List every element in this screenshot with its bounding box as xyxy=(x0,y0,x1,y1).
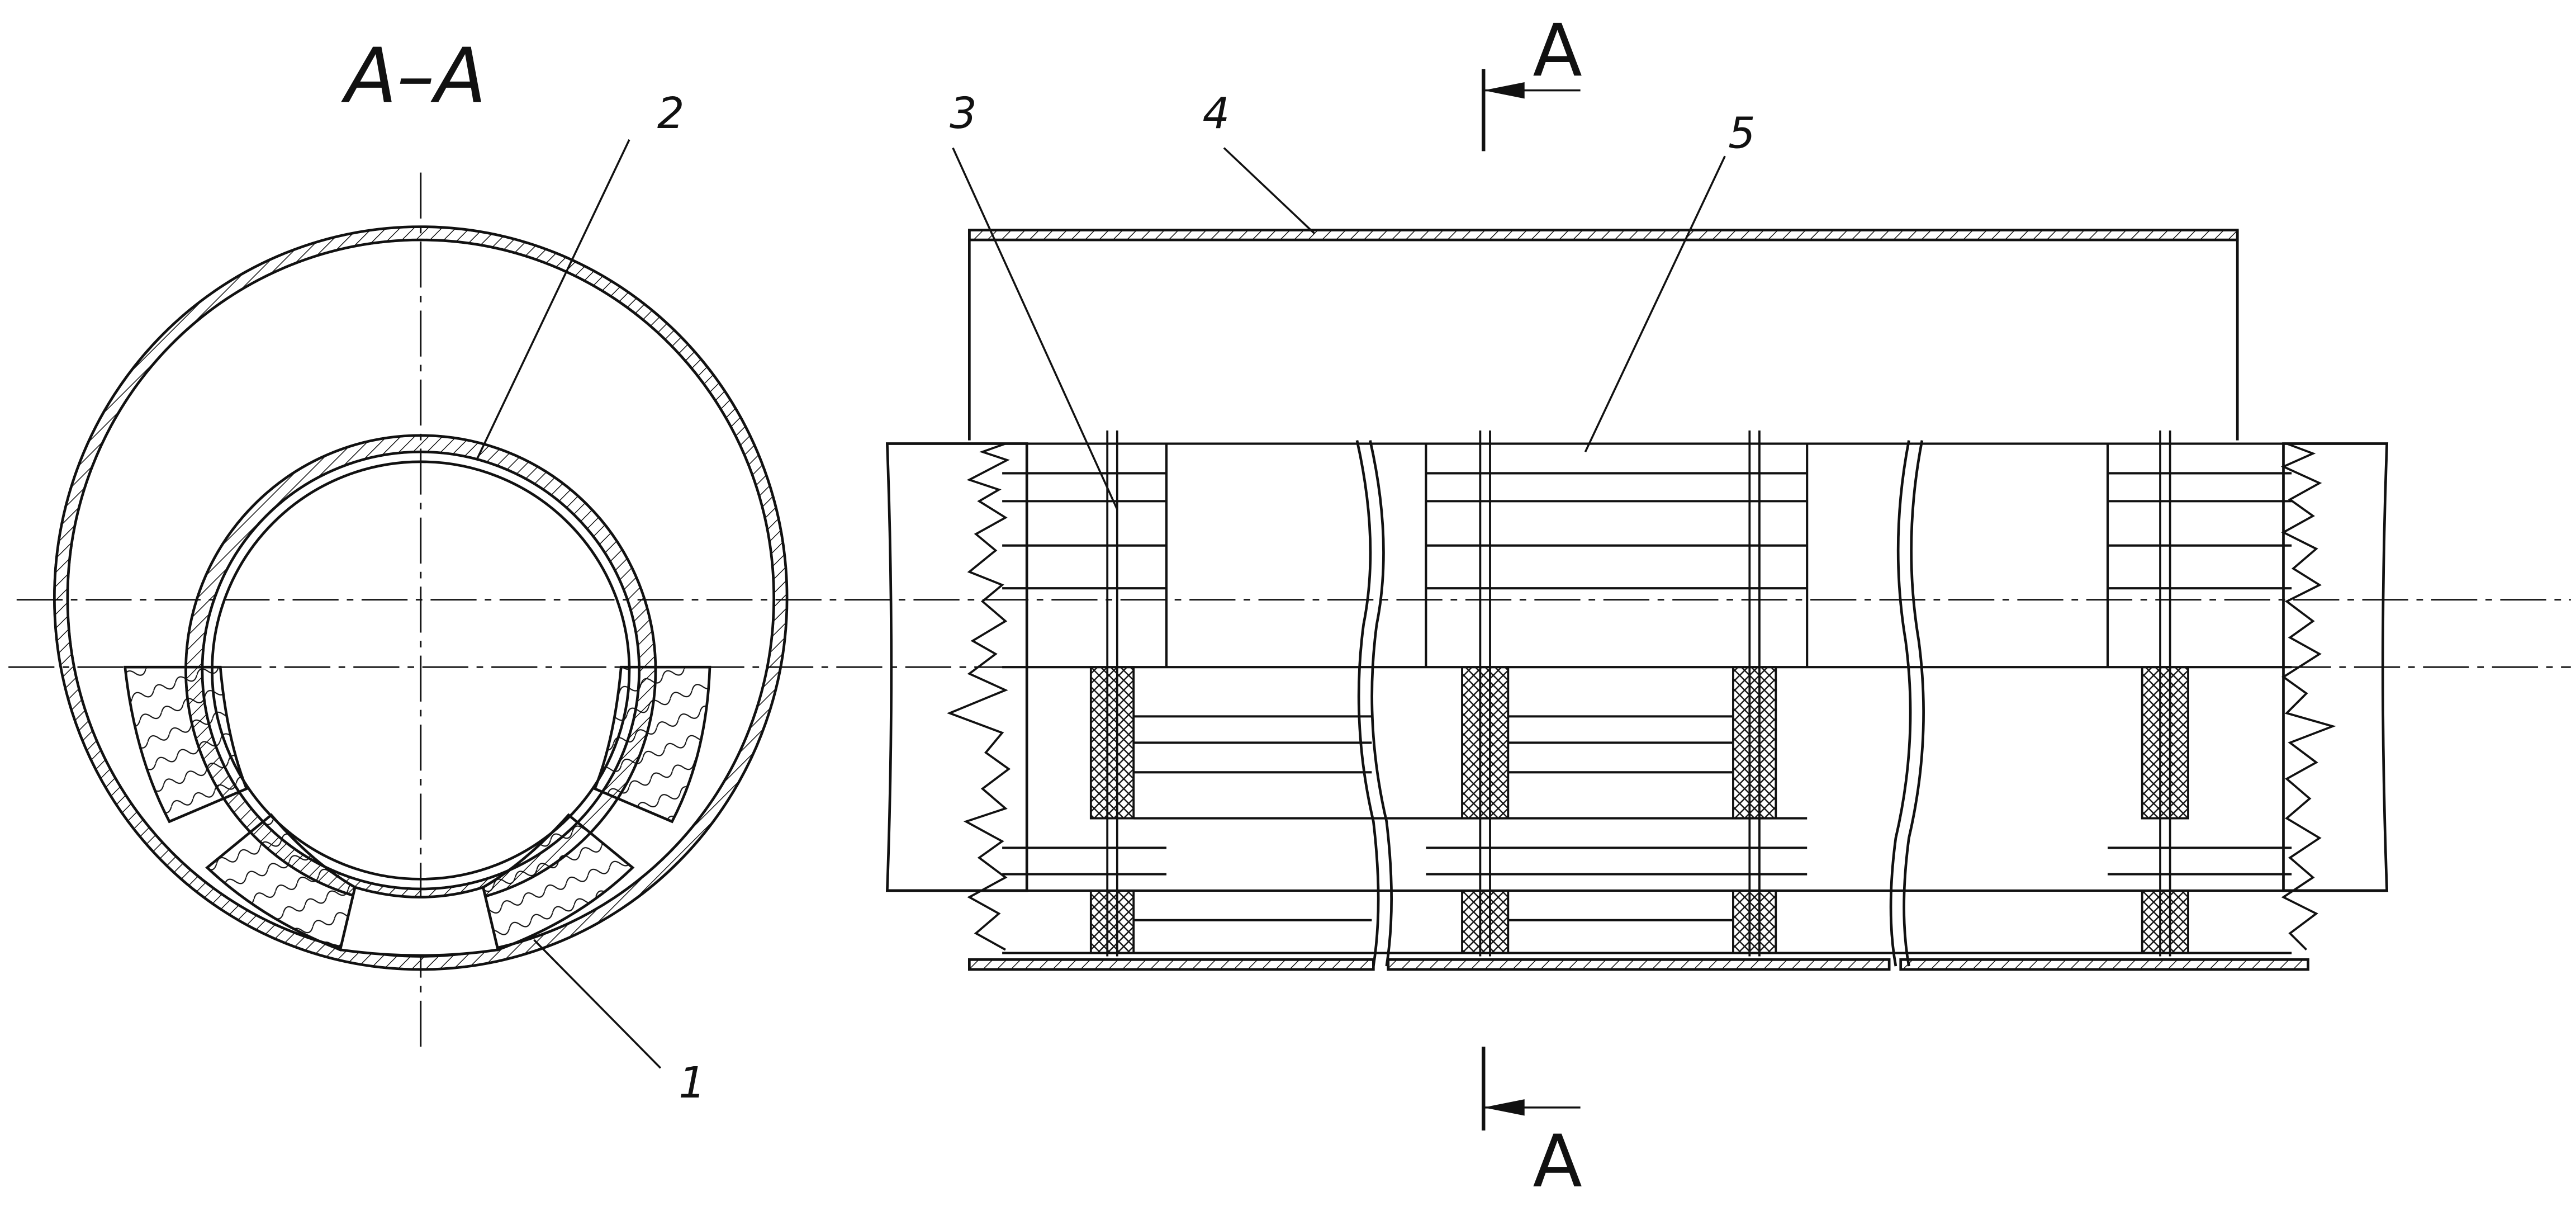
callout-5: 5 xyxy=(1728,109,1756,159)
casing-bottom-wall-middle xyxy=(1387,958,1891,971)
break-line-right xyxy=(1889,440,1912,967)
support-block-left xyxy=(124,665,249,824)
seal-3-upper xyxy=(1732,666,1777,820)
leader-1 xyxy=(533,939,662,1069)
section-mark-top xyxy=(1482,69,1581,152)
left-pipe-outline xyxy=(885,442,1028,892)
seal-4-upper xyxy=(2141,666,2189,820)
callout-3: 3 xyxy=(950,89,977,139)
callout-2: 2 xyxy=(657,89,685,139)
callout-1: 1 xyxy=(679,1058,706,1108)
section-mark-bottom xyxy=(1482,1047,1581,1130)
leader-4 xyxy=(1223,147,1315,234)
jagged-edge-right xyxy=(2280,442,2336,951)
section-mark-bottom-label: A xyxy=(1533,1120,1582,1204)
casing-top-wall xyxy=(967,229,2239,242)
seal-2-upper xyxy=(1461,666,1510,820)
casing-bottom-wall-right xyxy=(1899,958,2309,971)
leader-3 xyxy=(952,147,1118,510)
callout-4: 4 xyxy=(1203,89,1230,139)
seal-1-upper xyxy=(1089,666,1135,820)
longitudinal-view xyxy=(885,229,2389,971)
leader-2 xyxy=(476,139,630,461)
seal-1-lower xyxy=(1089,889,1135,954)
support-block-right xyxy=(593,665,711,824)
seal-2-lower xyxy=(1461,889,1510,954)
support-block-bottom xyxy=(338,886,500,957)
break-line-left xyxy=(1355,440,1380,967)
casing-bottom-wall-left xyxy=(967,958,1375,971)
jagged-edge-left xyxy=(946,442,1011,951)
leader-lines xyxy=(476,139,1726,1069)
right-pipe-outline xyxy=(2282,442,2389,892)
leader-5 xyxy=(1584,155,1726,452)
section-mark-top-label: A xyxy=(1533,9,1582,93)
seal-3-lower xyxy=(1732,889,1777,954)
seal-4-lower xyxy=(2141,889,2189,954)
section-view-a-a xyxy=(8,172,2571,1047)
section-title: A–A xyxy=(341,32,487,120)
